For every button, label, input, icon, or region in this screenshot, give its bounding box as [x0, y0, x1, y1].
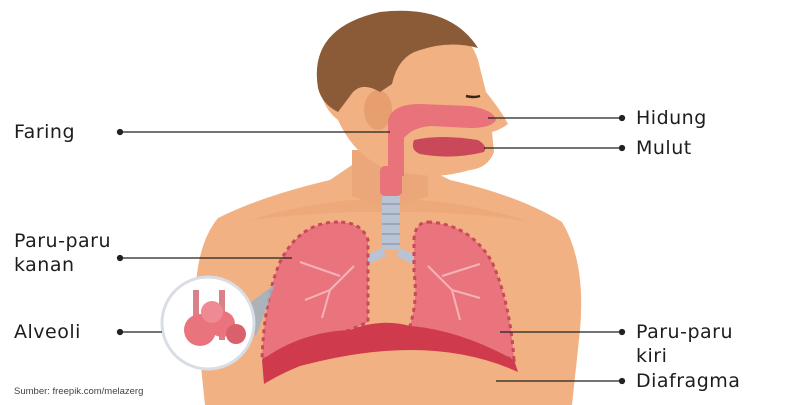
ear [364, 90, 392, 130]
larynx [380, 166, 402, 196]
label-hidung: Hidung [636, 107, 707, 129]
label-faring: Faring [14, 121, 75, 143]
label-mulut: Mulut [636, 137, 692, 159]
label-paru-kiri-line1: Paru-paru [636, 321, 733, 343]
label-paru-kanan-line2: kanan [14, 254, 75, 276]
label-paru-kiri-line2: kiri [636, 345, 667, 367]
mouth-cavity [413, 137, 485, 157]
label-paru-kanan-line1: Paru-paru [14, 230, 111, 252]
eye [466, 96, 480, 97]
label-diafragma: Diafragma [636, 370, 740, 392]
label-alveoli: Alveoli [14, 321, 81, 343]
source-credit: Sumber: freepik.com/melazerg [14, 386, 143, 397]
